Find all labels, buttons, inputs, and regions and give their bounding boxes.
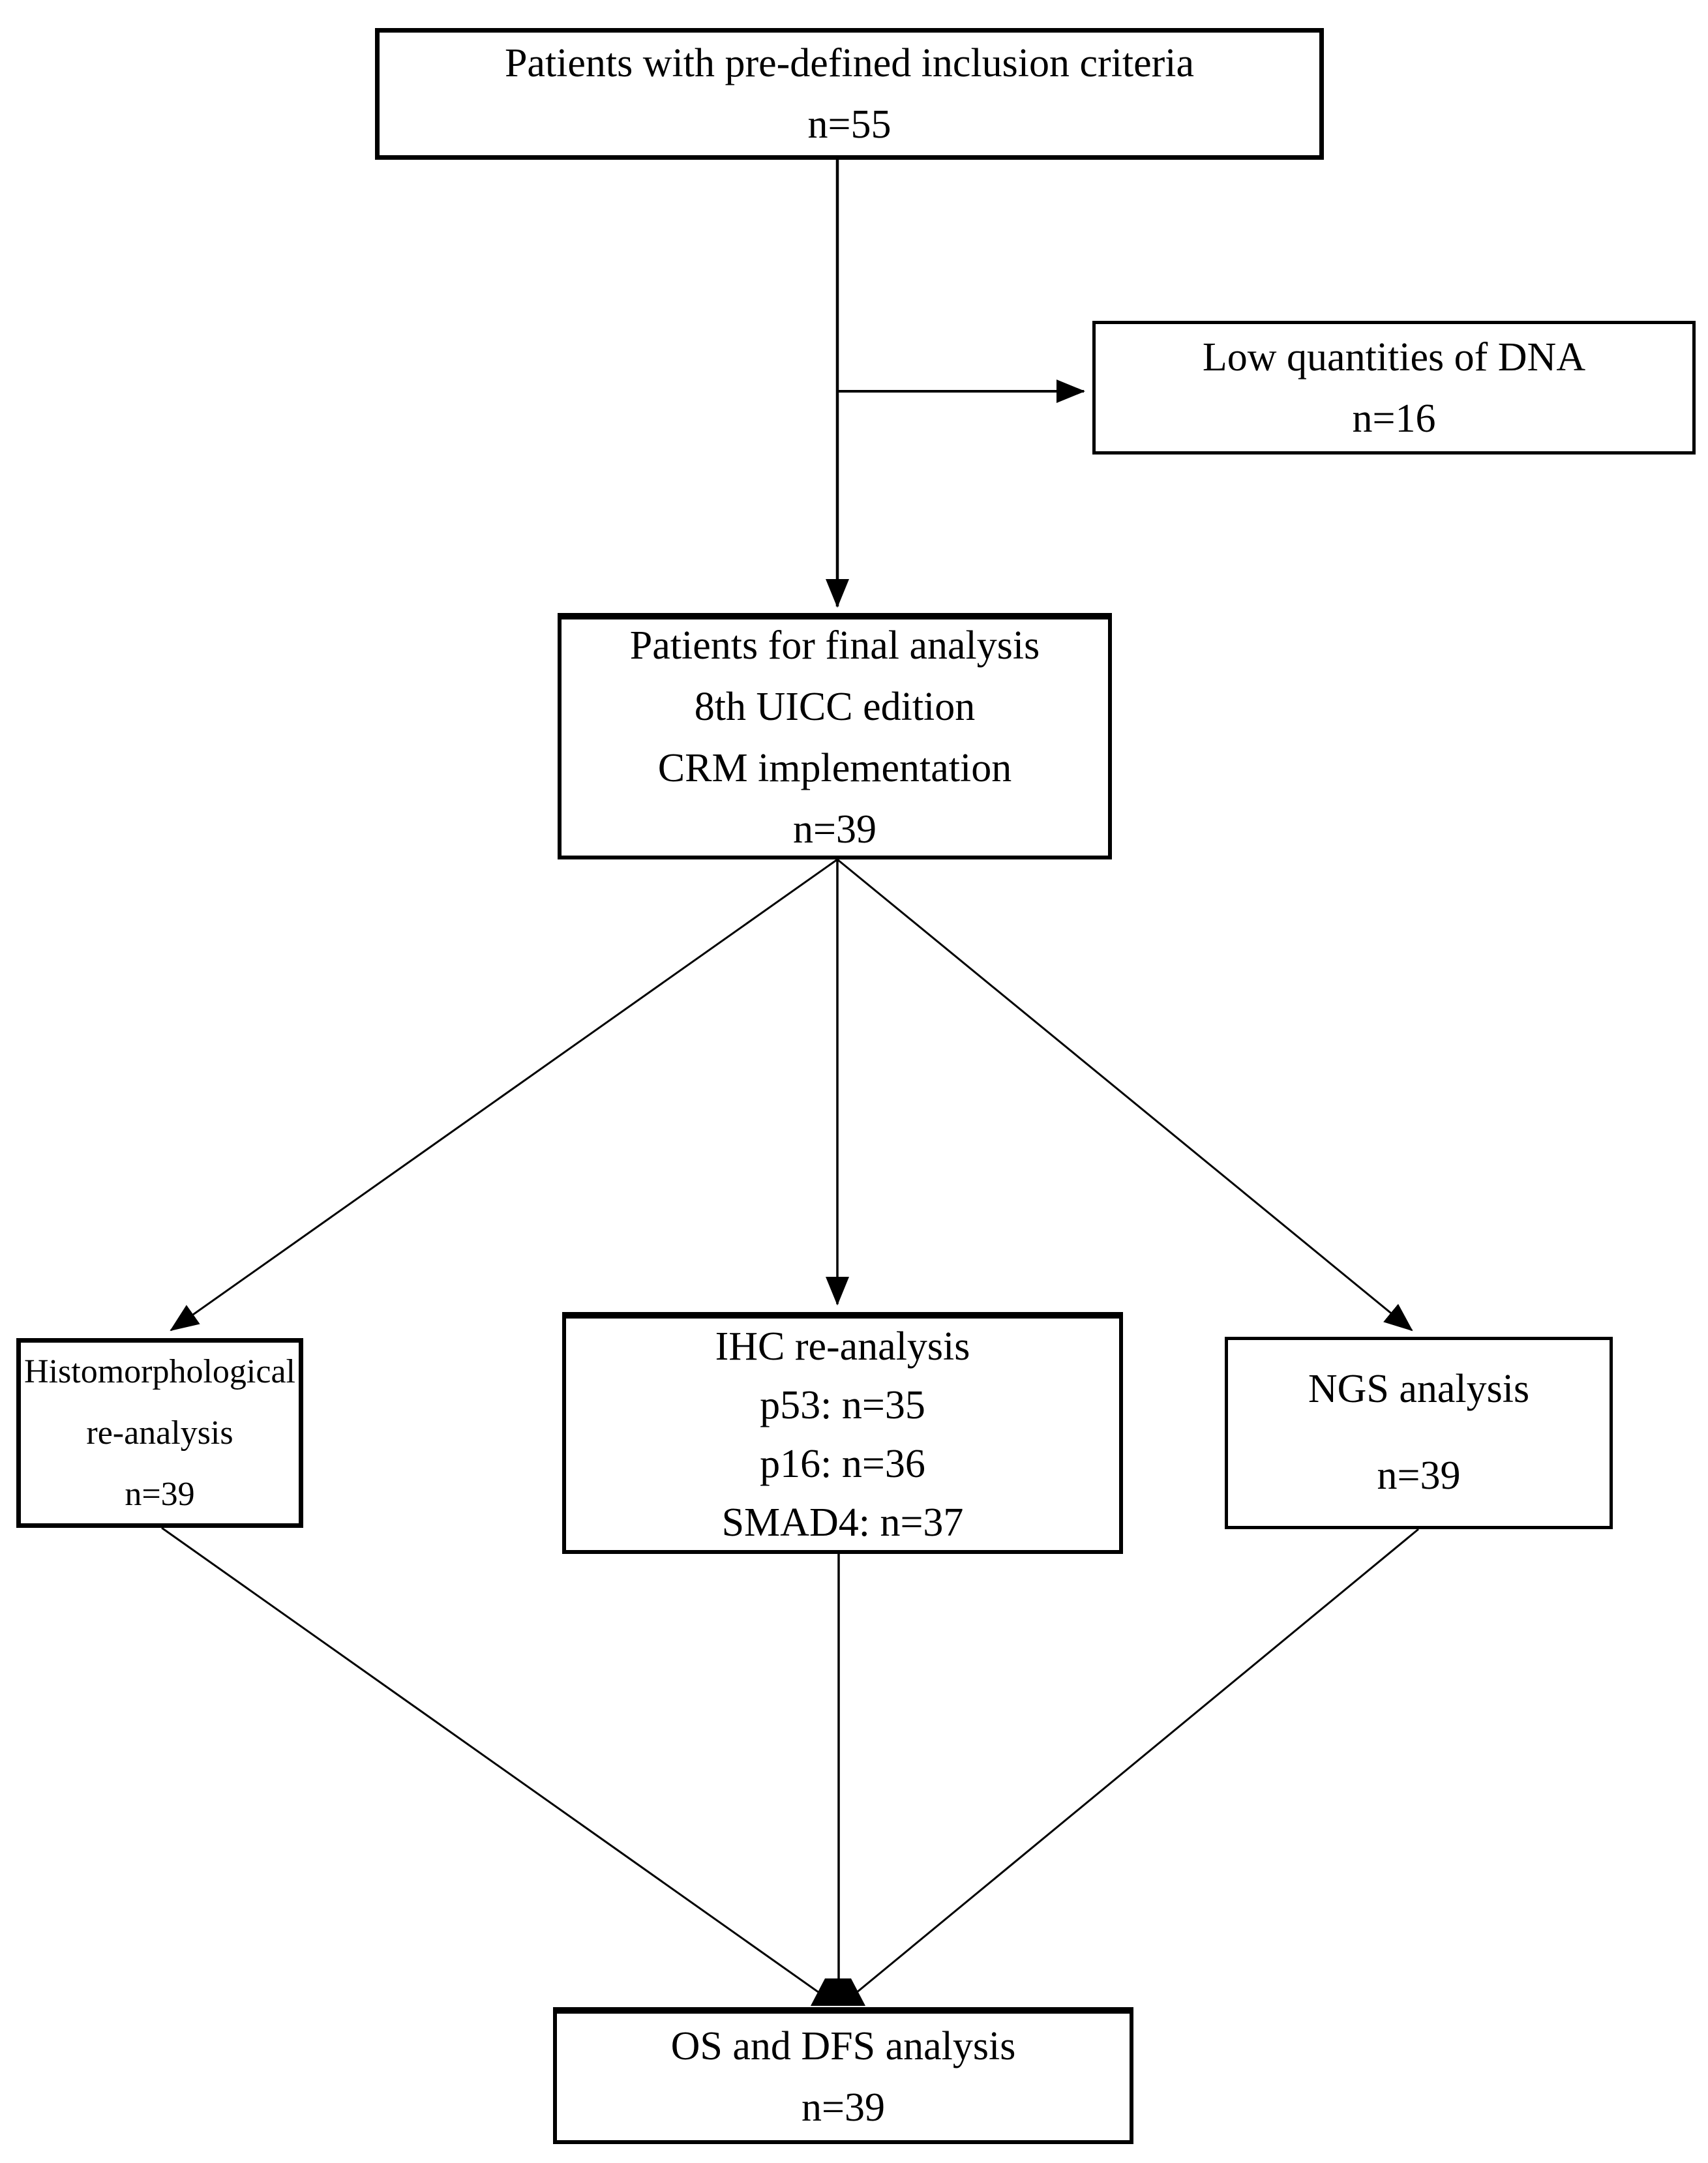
node-text: Patients with pre-defined inclusion crit… [504,41,1195,85]
node-text: Histomorphological [24,1352,295,1390]
edge-ngs-to-os [852,1528,1419,1997]
node-text: NGS analysis [1308,1367,1530,1411]
converge-arrowhead [811,1978,865,2006]
node-count: p53: n=35 [760,1382,925,1427]
node-count: n=39 [125,1475,195,1513]
node-count: p16: n=36 [760,1441,925,1486]
node-os-dfs-analysis: OS and DFS analysis n=39 [553,2007,1133,2144]
node-histomorphological-reanalysis: Histomorphological re-analysis n=39 [16,1338,303,1528]
node-count: SMAD4: n=37 [721,1500,964,1545]
node-text: CRM implementation [657,746,1012,790]
node-ihc-reanalysis: IHC re-analysis p53: n=35 p16: n=36 SMAD… [562,1312,1123,1554]
node-text: Patients for final analysis [629,623,1040,668]
node-count: n=55 [807,102,891,147]
node-text: OS and DFS analysis [670,2024,1016,2068]
node-text: Low quantities of DNA [1202,335,1586,380]
node-ngs-analysis: NGS analysis n=39 [1225,1337,1613,1529]
node-count: n=39 [793,807,876,852]
node-inclusion-criteria: Patients with pre-defined inclusion crit… [375,28,1324,160]
edge-final-to-histo [170,858,838,1332]
node-text: re-analysis [86,1414,233,1452]
node-count: n=39 [802,2085,885,2130]
node-count: n=16 [1352,396,1436,441]
node-count: n=39 [1377,1454,1461,1498]
node-final-analysis: Patients for final analysis 8th UICC edi… [558,613,1112,859]
node-text: IHC re-analysis [715,1324,970,1369]
node-text: 8th UICC edition [694,685,976,729]
node-low-dna-excluded: Low quantities of DNA n=16 [1092,321,1696,455]
edge-final-to-ngs [837,858,1413,1332]
edge-histo-to-os [161,1527,824,1997]
